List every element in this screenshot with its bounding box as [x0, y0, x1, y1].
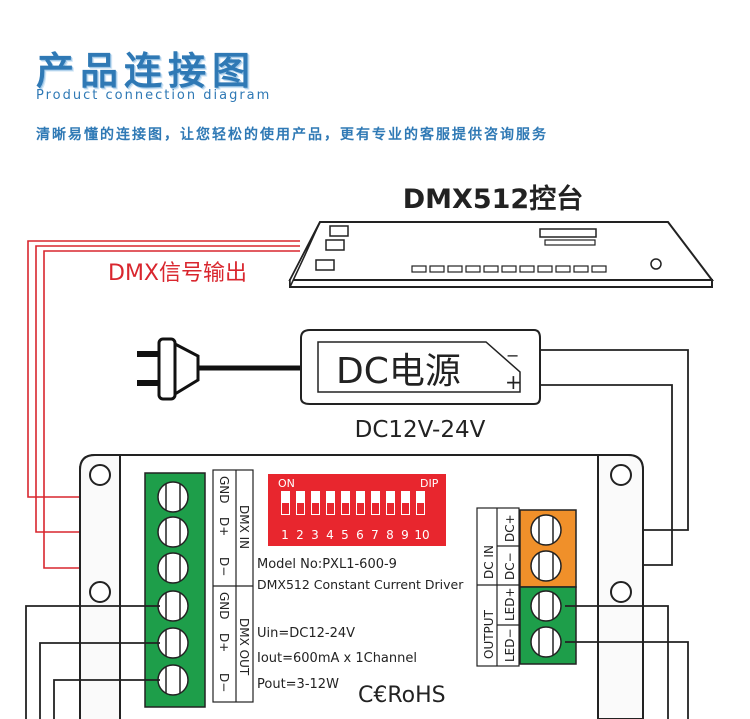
page-title: 产品连接图: [36, 49, 257, 93]
power-voltage-label: DC12V-24V: [355, 417, 486, 443]
input-voltage: Uin=DC12-24V: [257, 626, 355, 641]
certification-marks: C€RoHS: [358, 683, 446, 708]
dip-number-10: 10: [414, 528, 429, 542]
dip-number-2: 2: [296, 528, 304, 542]
dc-in-title: DC IN: [482, 545, 496, 579]
power-plus-label: +: [505, 370, 522, 394]
dmx-out-dplus-label: D+: [217, 633, 231, 652]
dip-number-9: 9: [401, 528, 409, 542]
dmx-in-dplus-label: D+: [217, 517, 231, 536]
dip-number-4: 4: [326, 528, 334, 542]
dip-switch: [268, 474, 446, 546]
dip-on-label: ON: [278, 477, 295, 490]
dmx-terminal-block: [144, 472, 206, 708]
dmx-in-gnd-label: GND: [217, 476, 231, 504]
dip-number-3: 3: [311, 528, 319, 542]
led-plus-label: LED+: [503, 587, 517, 621]
led-minus-label: LED−: [503, 628, 517, 662]
dip-number-7: 7: [371, 528, 379, 542]
console-label: DMX512控台: [403, 183, 583, 215]
power-minus-label: −: [506, 346, 519, 365]
dmx-signal-label: DMX信号输出: [108, 261, 247, 286]
output-title: OUTPUT: [482, 609, 496, 659]
driver-description: DMX512 Constant Current Driver: [257, 577, 464, 592]
output-power: Pout=3-12W: [257, 677, 339, 692]
power-label: DC电源: [336, 351, 461, 392]
page-tagline: 清晰易懂的连接图，让您轻松的使用产品，更有专业的客服提供咨询服务: [36, 127, 548, 143]
dc-plus-label: DC+: [503, 514, 517, 542]
dip-number-8: 8: [386, 528, 394, 542]
dmx-out-gnd-label: GND: [217, 592, 231, 620]
dmx-in-dminus-label: D−: [217, 557, 231, 576]
dip-number-6: 6: [356, 528, 364, 542]
dip-label: DIP: [420, 477, 439, 490]
power-plug: [137, 337, 305, 401]
model-number: Model No:PXL1-600-9: [257, 557, 397, 572]
dip-number-5: 5: [341, 528, 349, 542]
led-output-wires: [565, 605, 689, 719]
output-pin-label-strip: [476, 507, 520, 667]
power-output-terminal-block: [519, 509, 577, 665]
dc-minus-label: DC−: [503, 552, 517, 580]
dmx-out-wires: [25, 605, 160, 719]
dmx-out-title: DMX OUT: [237, 618, 251, 676]
driver-enclosure: [79, 454, 644, 719]
dmx-pin-label-strip: [212, 469, 254, 703]
dip-number-1: 1: [281, 528, 289, 542]
page-subtitle: Product connection diagram: [36, 88, 272, 103]
dmx-console: [288, 221, 715, 288]
dmx-in-title: DMX IN: [237, 505, 251, 549]
output-current: Iout=600mA x 1Channel: [257, 651, 417, 666]
dc-power-supply: [300, 329, 541, 405]
dmx-out-dminus-label: D−: [217, 673, 231, 692]
